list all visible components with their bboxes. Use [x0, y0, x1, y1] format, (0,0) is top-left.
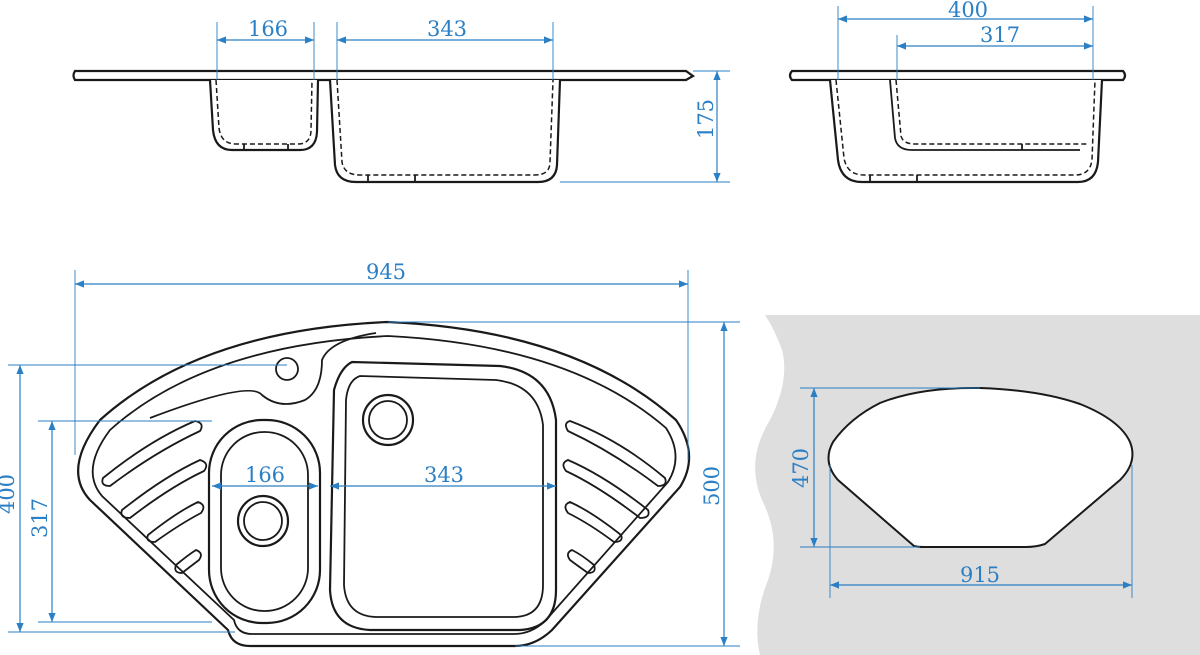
large-bowl-drain-icon	[361, 393, 415, 447]
side-view-rim	[72, 69, 696, 82]
dimension-label-plan-depth: 400	[0, 474, 19, 514]
dimension-label-end-bowl: 317	[980, 23, 1020, 47]
dimension-label-plan-large-bowl: 343	[424, 463, 464, 487]
dimension-label-plan-small-bowl: 166	[245, 463, 285, 487]
end-view-small-basin	[889, 79, 1080, 151]
left-drainer-grooves	[101, 420, 208, 574]
right-drainer-grooves	[562, 420, 667, 574]
end-view-basin	[828, 79, 1104, 184]
plan-view-large-bowl	[328, 360, 558, 632]
cutout-view: 470 915	[755, 315, 1200, 655]
side-view-small-bowl	[208, 79, 320, 152]
dimension-label-end-overall: 400	[948, 0, 988, 22]
plan-view-large-bowl-inner	[343, 375, 544, 618]
dimension-label-cutout-height: 470	[789, 448, 813, 488]
countertop-cutout-shape	[827, 386, 1134, 548]
drainer-groove	[562, 459, 650, 519]
side-view-large-bowl-inner	[336, 79, 554, 176]
drainer-groove	[146, 501, 205, 543]
end-view-basin-inner	[835, 79, 1096, 176]
plan-view: 945 500 400 317 166 343	[0, 260, 740, 648]
dimension-label-plan-width: 945	[366, 260, 406, 284]
dimension-label-depth: 175	[694, 99, 718, 139]
faucet-hole-icon	[275, 357, 299, 381]
plan-view-small-bowl-inner	[220, 431, 309, 612]
drainer-groove	[564, 501, 623, 543]
drainer-groove	[101, 420, 203, 487]
end-view-rim	[788, 69, 1127, 82]
small-bowl-drain-inner-icon	[243, 501, 283, 541]
dimension-label-plan-bowl-depth: 317	[28, 498, 52, 538]
dimension-label-cutout-width: 915	[960, 563, 1000, 587]
small-bowl-drain-icon	[236, 494, 290, 548]
end-view: 400 317	[788, 0, 1127, 184]
drainer-groove	[120, 459, 208, 519]
drainer-groove	[567, 549, 596, 574]
dimension-label-plan-height: 500	[700, 466, 724, 506]
large-bowl-drain-inner-icon	[368, 400, 408, 440]
side-view: 166 343 175	[72, 17, 730, 184]
drainer-groove	[565, 420, 667, 487]
dimension-label-large-bowl-width: 343	[427, 17, 467, 41]
drainer-groove	[174, 549, 202, 574]
dimension-label-small-bowl-width: 166	[248, 17, 288, 41]
side-view-large-bowl	[328, 79, 562, 184]
end-view-small-basin-inner	[895, 79, 1088, 145]
side-view-small-bowl-inner	[215, 79, 313, 145]
plan-view-tap-deck	[149, 332, 377, 419]
